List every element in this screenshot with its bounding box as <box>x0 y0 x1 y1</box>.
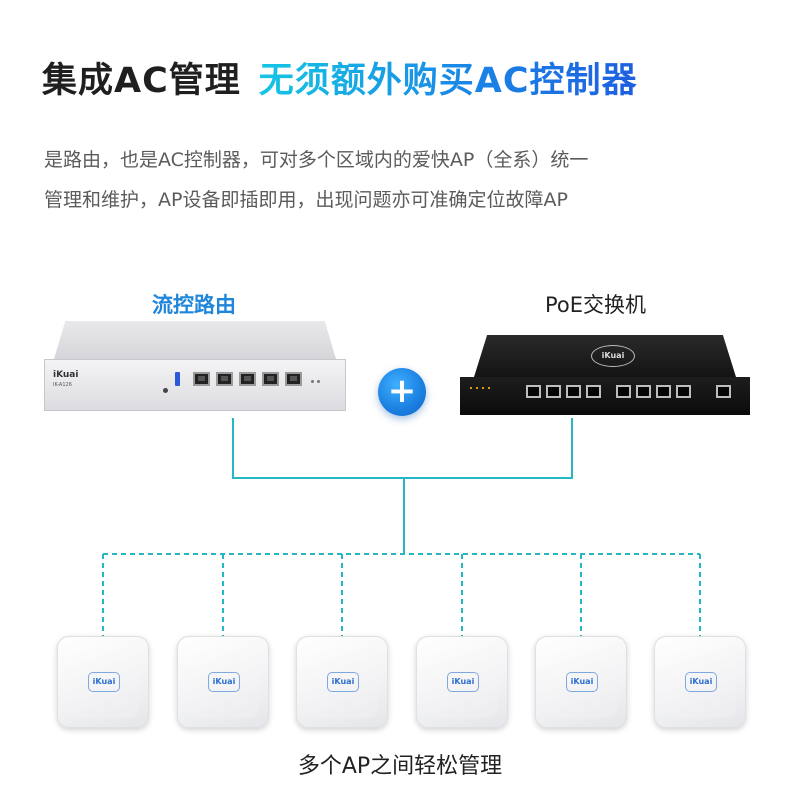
ethernet-port-icon <box>216 372 233 386</box>
access-point: iKuai <box>416 636 508 728</box>
description: 是路由，也是AC控制器，可对多个区域内的爱快AP（全系）统一 管理和维护，AP设… <box>44 140 588 220</box>
access-point: iKuai <box>296 636 388 728</box>
ethernet-port-icon <box>676 385 691 398</box>
status-led-icon <box>311 380 314 383</box>
ap-brand-logo: iKuai <box>208 672 240 692</box>
ap-brand-logo: iKuai <box>566 672 598 692</box>
ap-brand-logo: iKuai <box>447 672 479 692</box>
ap-brand-logo: iKuai <box>685 672 717 692</box>
access-point: iKuai <box>177 636 269 728</box>
router-switch-link <box>232 418 573 479</box>
router-model: IK-A126 <box>53 382 72 388</box>
ethernet-port-icon <box>566 385 581 398</box>
description-line-2: 管理和维护，AP设备即插即用，出现问题亦可准确定位故障AP <box>44 189 568 211</box>
switch-front-panel <box>460 377 750 415</box>
access-point: iKuai <box>535 636 627 728</box>
switch-top-panel: iKuai <box>474 335 736 377</box>
poe-switch: iKuai <box>460 335 750 421</box>
ethernet-port-icon <box>616 385 631 398</box>
ethernet-port-icon <box>636 385 651 398</box>
title-part-2: 无须额外购买AC控制器 <box>258 61 638 101</box>
description-line-1: 是路由，也是AC控制器，可对多个区域内的爱快AP（全系）统一 <box>44 149 589 171</box>
switch-label: PoE交换机 <box>545 293 647 317</box>
uplink-port-icon <box>716 385 731 398</box>
router-label: 流控路由 <box>152 293 236 317</box>
usb-port-icon <box>175 372 180 386</box>
router-brand: iKuai <box>53 370 79 380</box>
ethernet-port-icon <box>239 372 256 386</box>
access-point: iKuai <box>57 636 149 728</box>
switch-brand-logo: iKuai <box>591 345 635 367</box>
status-led-icon <box>482 387 484 389</box>
ethernet-port-icon <box>546 385 561 398</box>
page-title: 集成AC管理无须额外购买AC控制器 <box>42 52 638 103</box>
router-front-panel: iKuai IK-A126 <box>44 359 346 411</box>
access-point: iKuai <box>654 636 746 728</box>
ethernet-port-icon <box>586 385 601 398</box>
footer-caption: 多个AP之间轻松管理 <box>297 754 503 779</box>
title-part-1: 集成AC管理 <box>42 61 241 101</box>
flow-control-router: iKuai IK-A126 <box>44 321 346 417</box>
reset-hole <box>163 388 168 393</box>
ap-brand-logo: iKuai <box>88 672 120 692</box>
ethernet-port-icon <box>262 372 279 386</box>
ap-distribution-lines <box>102 553 701 636</box>
ethernet-port-icon <box>656 385 671 398</box>
status-led-icon <box>317 380 320 383</box>
ethernet-port-icon <box>526 385 541 398</box>
router-top-panel <box>54 321 336 359</box>
ethernet-port-icon <box>193 372 210 386</box>
status-led-icon <box>470 387 472 389</box>
ap-brand-logo: iKuai <box>327 672 359 692</box>
status-led-icon <box>488 387 490 389</box>
ethernet-port-icon <box>285 372 302 386</box>
status-led-icon <box>476 387 478 389</box>
plus-icon: + <box>378 368 426 416</box>
